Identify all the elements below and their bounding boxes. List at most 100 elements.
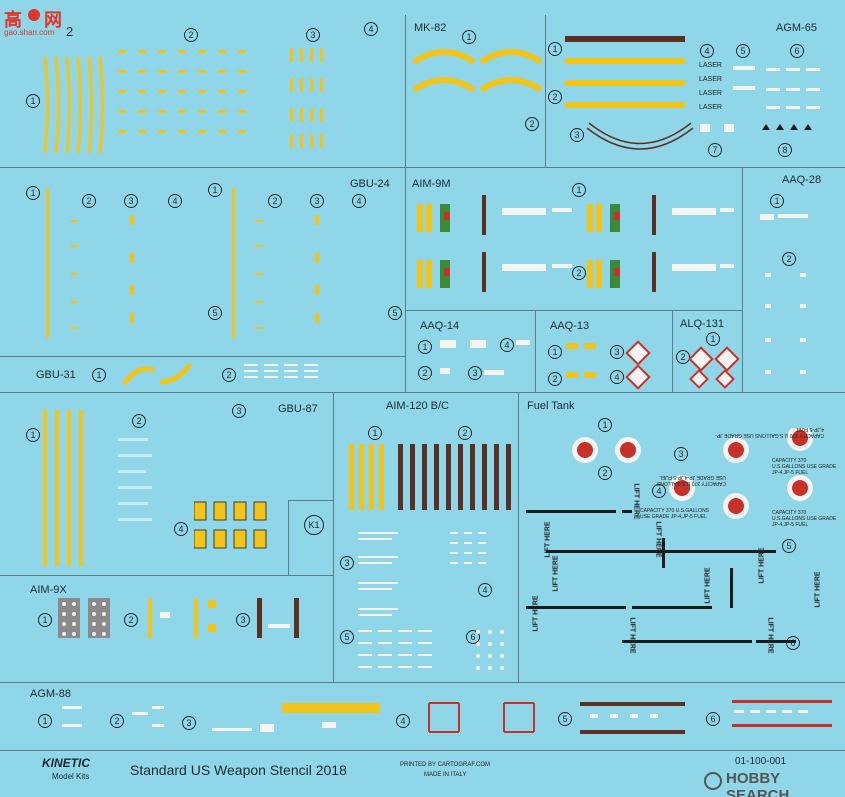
number-1: 1 — [462, 30, 476, 44]
section-marker-k1: K1 — [304, 515, 324, 535]
site-logo-char: 高 — [4, 10, 22, 30]
divider — [518, 392, 519, 682]
section-title-gbu87: GBU-87 — [278, 403, 318, 415]
number-1: 1 — [38, 613, 52, 627]
divider — [405, 15, 406, 167]
number-4: 4 — [174, 522, 188, 536]
small-stencil — [700, 124, 710, 132]
number-7: 7 — [708, 143, 722, 157]
agm88-red-dashes — [732, 700, 832, 727]
section-title-aaq28: AAQ-28 — [782, 174, 822, 186]
gbu31-text-stencils — [244, 364, 318, 378]
product-code: 01-100-001 — [735, 756, 787, 767]
number-6: 6 — [466, 630, 480, 644]
agm88-brown-bands — [580, 702, 685, 734]
number-4: 4 — [610, 370, 624, 384]
yellow-stripe — [148, 598, 152, 638]
number-3: 3 — [236, 613, 250, 627]
number-1: 1 — [26, 186, 40, 200]
number-2: 2 — [548, 372, 562, 386]
watermark-circle-icon — [704, 772, 722, 790]
fuel-capacity-text: CAPACITY 370 U.S.GALLONS USE GRADE JP-4,… — [640, 508, 710, 520]
number-6: 6 — [706, 712, 720, 726]
small-stencil — [806, 106, 820, 109]
brown-stripe — [257, 598, 262, 638]
lift-here-label: LIFT HERE — [758, 547, 766, 584]
yellow-stripe — [79, 410, 83, 566]
small-stencil — [724, 124, 734, 132]
section-title-aim120: AIM-120 B/C — [386, 400, 449, 412]
small-stencil — [786, 68, 800, 71]
number-5: 5 — [736, 44, 750, 58]
yellow-band — [565, 102, 685, 108]
number-3: 3 — [610, 345, 624, 359]
number-4: 4 — [168, 194, 182, 208]
lift-here-label: LIFT HERE — [766, 617, 774, 654]
number-1: 1 — [770, 194, 784, 208]
sheet-title: Standard US Weapon Stencil 2018 — [130, 762, 347, 778]
warning-diamond-icon — [689, 369, 709, 389]
small-stencil — [733, 86, 755, 90]
small-stencil — [766, 106, 780, 109]
divider — [742, 167, 743, 392]
small-stencil — [152, 706, 164, 709]
brand-subtitle: Model Kits — [52, 772, 90, 781]
number-2: 2 — [418, 366, 432, 380]
small-stencil — [778, 214, 808, 218]
number-1: 1 — [598, 418, 612, 432]
number-2: 2 — [82, 194, 96, 208]
printed-by: PRINTED BY CARTOGRAF.COM — [400, 762, 491, 768]
number-4: 4 — [364, 22, 378, 36]
number-2: 2 — [458, 426, 472, 440]
lift-here-label: LIFT HERE — [814, 571, 822, 608]
number-2: 2 — [222, 368, 236, 382]
yellow-stencil — [208, 600, 216, 608]
small-stencil — [322, 722, 336, 728]
yellow-stencil — [584, 372, 596, 378]
yellow-stripe — [43, 410, 47, 566]
aim9x-grey-panels — [58, 598, 110, 638]
fuel-filler-icons — [572, 428, 813, 519]
number-2: 2 — [782, 252, 796, 266]
yellow-stencil — [566, 343, 578, 349]
number-4: 4 — [352, 194, 366, 208]
number-1: 1 — [26, 428, 40, 442]
number-3: 3 — [468, 366, 482, 380]
number-2: 2 — [124, 613, 138, 627]
section-title-aim9m: AIM-9M — [412, 178, 451, 190]
small-stencil — [786, 106, 800, 109]
divider — [535, 310, 536, 392]
small-stencil — [733, 66, 755, 70]
number-1: 1 — [368, 426, 382, 440]
number-2: 2 — [268, 194, 282, 208]
logo-dot-icon — [28, 9, 40, 21]
fuel-capacity-text: CAPACITY 370 U.S.GALLONS USE GRADE JP-4,… — [715, 426, 824, 438]
brand-name: KINETIC — [42, 756, 90, 770]
section-title-aim9x: AIM-9X — [30, 584, 67, 596]
number-5: 5 — [782, 539, 796, 553]
number-2: 2 — [110, 714, 124, 728]
laser-label: LASER — [699, 76, 722, 83]
number-4: 4 — [500, 338, 514, 352]
site-logo: 高 网 gao.shan.com — [4, 6, 66, 37]
agm88-brackets — [428, 702, 535, 733]
divider — [333, 392, 334, 682]
aaq28-stencils — [765, 273, 806, 374]
small-stencil — [516, 340, 530, 345]
warning-diamond-icon — [715, 369, 735, 389]
divider — [545, 15, 546, 167]
number-2: 2 — [548, 90, 562, 104]
aim120-bands — [349, 444, 511, 510]
gbu87-white-text — [118, 438, 152, 521]
number-3: 3 — [124, 194, 138, 208]
divider — [0, 356, 405, 357]
number-4: 4 — [396, 714, 410, 728]
divider — [288, 500, 289, 575]
small-stencil — [766, 88, 780, 91]
number-1: 1 — [208, 183, 222, 197]
yellow-tick-columns — [290, 48, 323, 148]
divider — [405, 167, 406, 392]
section-title-gbu31: GBU-31 — [36, 369, 76, 381]
yellow-band — [282, 703, 380, 713]
small-stencil — [766, 68, 780, 71]
